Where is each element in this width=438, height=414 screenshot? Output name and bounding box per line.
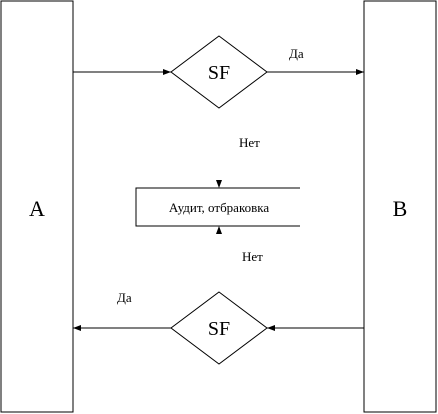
block-b-label: B <box>393 196 408 221</box>
edge-label-top-yes: Да <box>289 46 304 61</box>
edge-label-top-no: Нет <box>239 135 260 150</box>
decision-sf-bottom <box>170 291 268 365</box>
process-label: Аудит, отбраковка <box>169 200 270 215</box>
decision-sf-top-label: SF <box>208 62 230 84</box>
block-a-label: A <box>29 196 45 221</box>
edge-label-bottom-no: Нет <box>242 249 263 264</box>
edge-label-bottom-yes: Да <box>117 290 132 305</box>
decision-sf-top <box>170 35 268 109</box>
block-b <box>363 0 437 413</box>
decision-sf-bottom-label: SF <box>208 318 230 340</box>
block-a <box>0 0 74 413</box>
